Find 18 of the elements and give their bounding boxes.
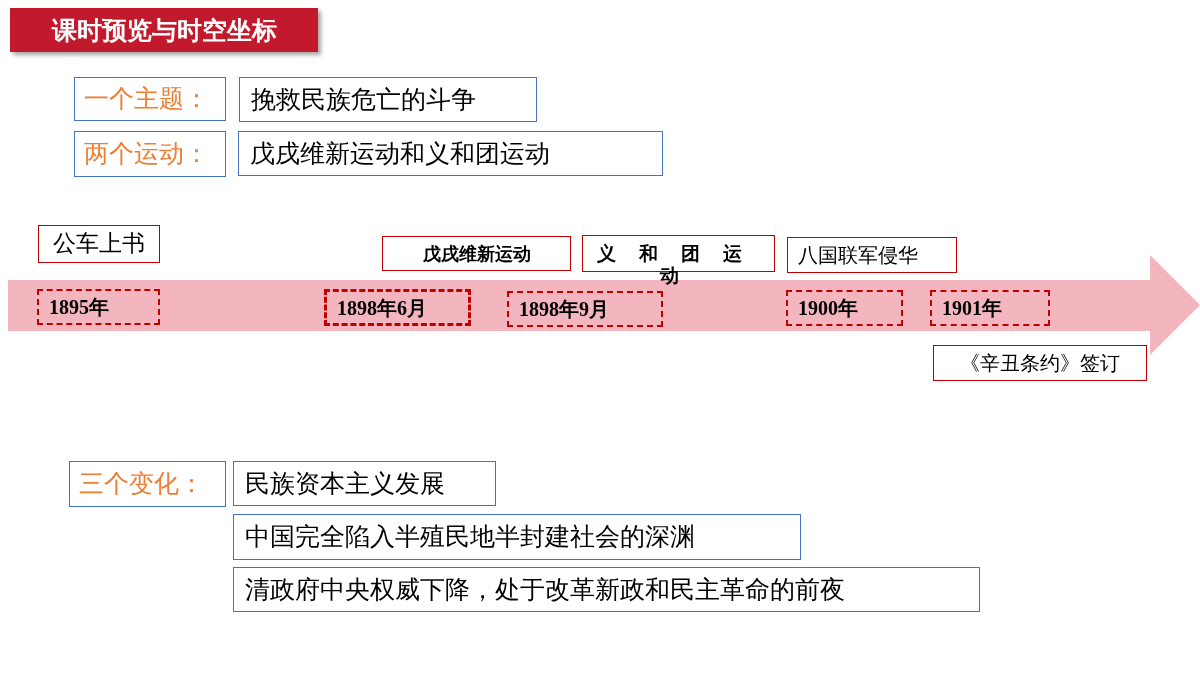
event-box: 八国联军侵华 [787,237,957,273]
date-box: 1895年 [37,289,160,325]
date-box: 1898年9月 [507,291,663,327]
heading-box: 三个变化： [69,461,226,507]
text-box: 中国完全陷入半殖民地半封建社会的深渊 [233,514,801,560]
heading-box: 两个运动： [74,131,226,177]
heading-box: 一个主题： [74,77,226,121]
text-box: 清政府中央权威下降，处于改革新政和民主革命的前夜 [233,567,980,612]
date-box: 1900年 [786,290,903,326]
event-box: 《辛丑条约》签订 [933,345,1147,381]
date-box: 1898年6月 [324,289,471,326]
text-box: 民族资本主义发展 [233,461,496,506]
text-box: 挽救民族危亡的斗争 [239,77,537,122]
text-box: 戊戌维新运动和义和团运动 [238,131,663,176]
event-box: 公车上书 [38,225,160,263]
date-box: 1901年 [930,290,1050,326]
title-banner: 课时预览与时空坐标 [10,8,318,52]
event-box: 戊戌维新运动 [382,236,571,271]
